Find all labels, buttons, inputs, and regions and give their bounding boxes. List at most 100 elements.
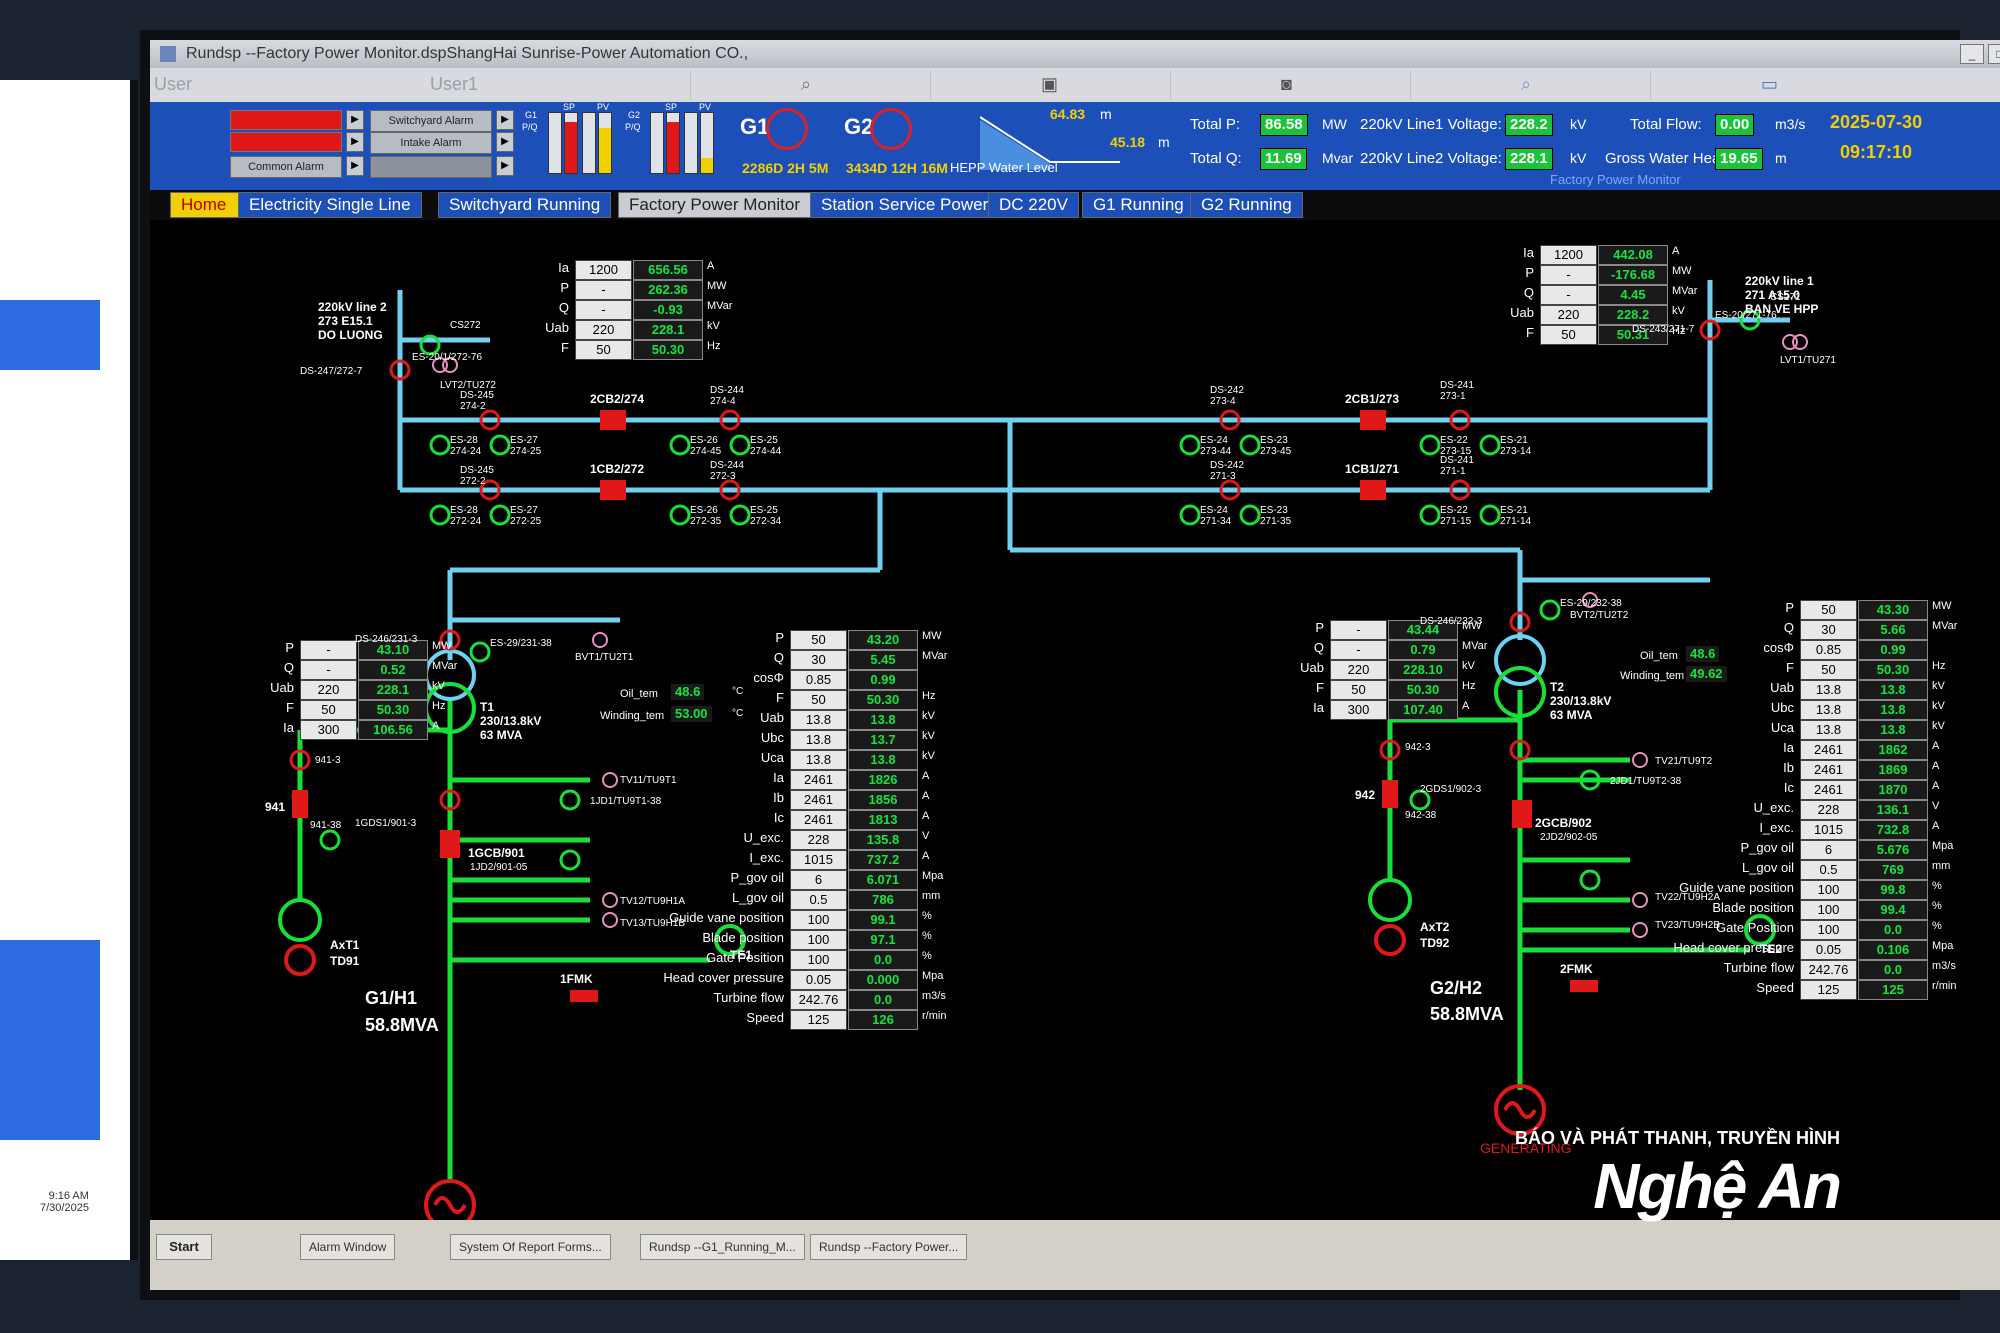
task-report-forms[interactable]: System Of Report Forms... — [450, 1234, 611, 1260]
alarm-indicator-2[interactable] — [230, 132, 342, 152]
tool-camera-button[interactable]: ◙ — [1170, 70, 1401, 100]
meter-unit: A — [1932, 820, 1940, 832]
meter-label: F — [1526, 325, 1534, 340]
switchyard-alarm-arrow[interactable]: ▶ — [496, 110, 514, 130]
tool-zoom-button[interactable]: ⌕ — [690, 70, 921, 100]
total-p-label: Total P: — [1190, 116, 1241, 133]
common-alarm-button[interactable]: Common Alarm — [230, 156, 342, 178]
meter-label: Guide vane position — [669, 910, 784, 925]
label-ds243: DS-243/271-7 — [1632, 324, 1695, 335]
t1-oil-label: Oil_tem — [620, 688, 658, 700]
user-toolbar: User User1 ⌕ ▣ ◙ ⌕ ▭ — [150, 68, 2000, 102]
meter-label: Turbine flow — [713, 990, 784, 1005]
meter-value: 262.36 — [633, 280, 703, 300]
maximize-button[interactable]: □ — [1988, 44, 2000, 64]
meter-setpoint: 2461 — [790, 770, 847, 790]
t2-name: T2 — [1550, 680, 1565, 694]
meter-value: 136.1 — [1858, 800, 1928, 820]
common-alarm-arrow[interactable]: ▶ — [346, 156, 364, 176]
g2-gauge-label: G2 — [628, 110, 641, 120]
label-cs272: CS272 — [450, 320, 481, 331]
app-icon — [160, 46, 176, 62]
meter-setpoint: 220 — [1540, 305, 1597, 325]
meter-unit: mm — [922, 890, 941, 902]
switchyard-alarm-button[interactable]: Switchyard Alarm — [370, 110, 492, 132]
minimize-button[interactable]: _ — [1960, 44, 1984, 64]
line2-voltage-label: 220kV Line2 Voltage: — [1360, 150, 1502, 167]
label-ds245b: DS-245 272-2 — [460, 465, 494, 487]
line1-name: 220kV line 1 271 A15.0 BAN VE HPP — [1745, 274, 1818, 316]
g1-mva: 58.8MVA — [365, 1015, 439, 1035]
meter-label: Uca — [1770, 720, 1794, 735]
label-cb271: 1CB1/271 — [1345, 462, 1400, 476]
nav-home[interactable]: Home — [170, 192, 242, 218]
tool-search-button[interactable]: ⌕ — [1410, 70, 1641, 100]
nav-station-service-power[interactable]: Station Service Power — [810, 192, 1000, 218]
meter-label: P_gov oil — [730, 870, 784, 885]
meter-value: 1856 — [848, 790, 918, 810]
meter-setpoint: 50 — [1800, 660, 1857, 680]
meter-label: P — [285, 640, 294, 655]
label-es20-271: ES-20/271-76 — [1715, 310, 1777, 321]
meter-value: 50.30 — [633, 340, 703, 360]
display-icon: ▣ — [1041, 74, 1059, 94]
label-es26a: ES-26 274-45 — [690, 435, 722, 457]
intake-alarm-button[interactable]: Intake Alarm — [370, 132, 492, 154]
clock-date: 7/30/2025 — [40, 1202, 89, 1214]
start-button[interactable]: Start — [156, 1234, 212, 1260]
water-level-label: HEPP Water Level — [950, 160, 1058, 175]
meter-label: U_exc. — [1753, 800, 1794, 815]
meter-unit: A — [1672, 245, 1680, 257]
label-gcb901: 1GCB/901 — [468, 846, 525, 860]
task-alarm-window[interactable]: Alarm Window — [300, 1234, 396, 1260]
blank-arrow[interactable]: ▶ — [496, 156, 514, 176]
meter-value: 1826 — [848, 770, 918, 790]
line1-voltage-label: 220kV Line1 Voltage: — [1360, 116, 1502, 133]
line1-name-2: 271 A15.0 — [1745, 288, 1800, 302]
nav-dc-220v[interactable]: DC 220V — [988, 192, 1079, 218]
nav-g2-running[interactable]: G2 Running — [1190, 192, 1303, 218]
label-941-3: 941-3 — [315, 755, 341, 766]
meter-value: 737.2 — [848, 850, 918, 870]
g2-generating-status: GENERATING — [1480, 1140, 1572, 1156]
nav-bar: Home Electricity Single Line Switchyard … — [150, 190, 2000, 220]
task-g1-running[interactable]: Rundsp --G1_Running_M... — [640, 1234, 805, 1260]
meter-label: U_exc. — [743, 830, 784, 845]
tool-monitor-button[interactable]: ▭ — [1650, 70, 1881, 100]
current-time: 09:17:10 — [1840, 142, 1913, 162]
line2-name: 220kV line 2 273 E15.1 DO LUONG — [318, 300, 387, 342]
meter-setpoint: 50 — [1330, 680, 1387, 700]
label-jd2: 1JD2/901-05 — [470, 862, 528, 873]
meter-label: F — [1316, 680, 1324, 695]
nav-factory-power-monitor[interactable]: Factory Power Monitor — [618, 192, 811, 218]
g2-pv-label: PV — [699, 102, 712, 112]
meter-setpoint: 2461 — [1800, 760, 1857, 780]
meter-unit: % — [1932, 900, 1942, 912]
nav-g1-running[interactable]: G1 Running — [1082, 192, 1195, 218]
blank-button[interactable] — [370, 156, 492, 178]
meter-setpoint: 13.8 — [1800, 680, 1857, 700]
alarm-arrow-2[interactable]: ▶ — [346, 132, 364, 152]
tool-display-button[interactable]: ▣ — [930, 70, 1161, 100]
gross-water-heat-label: Gross Water Heat: — [1605, 150, 1729, 167]
meter-value: 126 — [848, 1010, 918, 1030]
line1-name-1: 220kV line 1 — [1745, 274, 1814, 288]
intake-alarm-arrow[interactable]: ▶ — [496, 132, 514, 152]
nav-switchyard-running[interactable]: Switchyard Running — [438, 192, 612, 218]
left-monitor-panel-lower — [0, 940, 100, 1140]
meter-setpoint: 242.76 — [1800, 960, 1857, 980]
meter-value: 13.8 — [1858, 720, 1928, 740]
meter-unit: Mpa — [922, 870, 944, 882]
nav-electricity-single-line[interactable]: Electricity Single Line — [238, 192, 422, 218]
meter-value: -0.93 — [633, 300, 703, 320]
meter-setpoint: 228 — [1800, 800, 1857, 820]
task-factory-power[interactable]: Rundsp --Factory Power... — [810, 1234, 968, 1260]
alarm-indicator-1[interactable] — [230, 110, 342, 130]
meter-unit: % — [922, 950, 932, 962]
alarm-arrow-1[interactable]: ▶ — [346, 110, 364, 130]
meter-setpoint: 13.8 — [1800, 700, 1857, 720]
meter-label: P — [775, 630, 784, 645]
total-q-label: Total Q: — [1190, 150, 1242, 167]
meter-value: 125 — [1858, 980, 1928, 1000]
meter-label: P — [1315, 620, 1324, 635]
